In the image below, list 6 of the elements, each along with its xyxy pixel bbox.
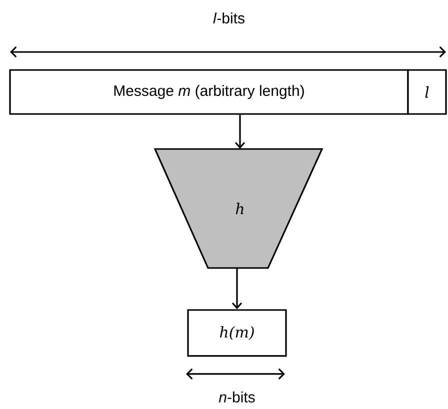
- dimension-label: l-bits: [213, 12, 244, 24]
- dimension-label: n-bits: [218, 391, 255, 402]
- arrow: [234, 114, 246, 149]
- arrow: [232, 268, 242, 310]
- length-field-box: l: [407, 69, 447, 115]
- process-box: h(m): [187, 309, 287, 357]
